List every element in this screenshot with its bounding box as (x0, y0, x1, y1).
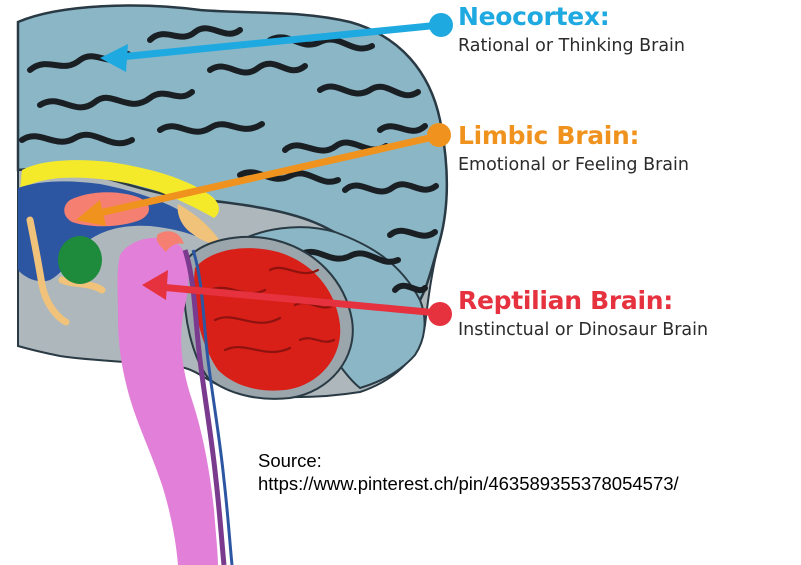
neocortex-label: Neocortex: Rational or Thinking Brain (458, 2, 793, 60)
limbic-subtitle: Emotional or Feeling Brain (458, 151, 793, 179)
reptilian-title: Reptilian Brain: (458, 286, 793, 316)
reptilian-label: Reptilian Brain: Instinctual or Dinosaur… (458, 286, 793, 344)
source-label: Source: (258, 449, 679, 472)
neocortex-subtitle: Rational or Thinking Brain (458, 32, 793, 60)
source-url: https://www.pinterest.ch/pin/46358935537… (258, 472, 679, 495)
limbic-label: Limbic Brain: Emotional or Feeling Brain (458, 121, 793, 179)
reptilian-subtitle: Instinctual or Dinosaur Brain (458, 316, 758, 344)
neocortex-title: Neocortex: (458, 2, 793, 32)
amygdala (58, 236, 102, 284)
source-citation: Source: https://www.pinterest.ch/pin/463… (258, 449, 679, 495)
limbic-title: Limbic Brain: (458, 121, 793, 151)
